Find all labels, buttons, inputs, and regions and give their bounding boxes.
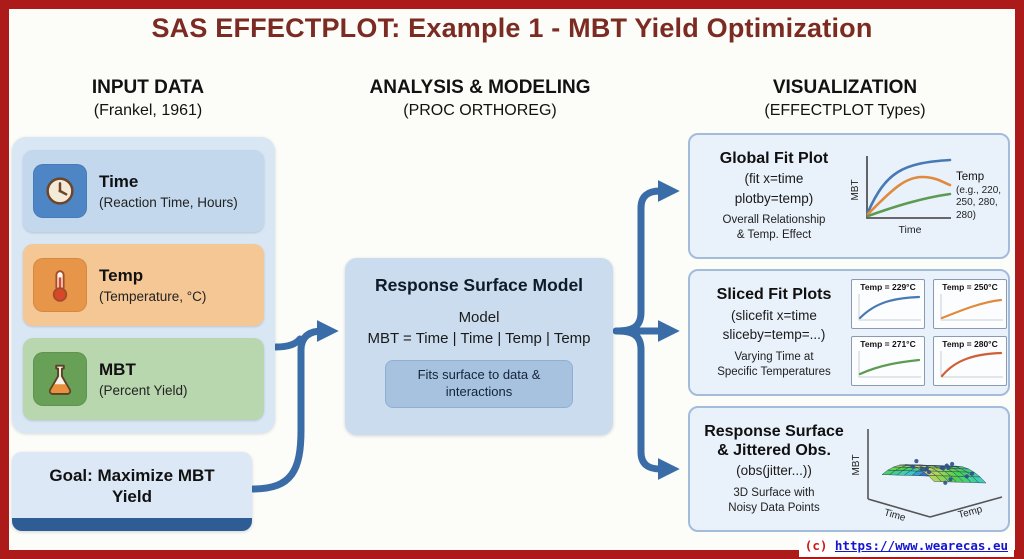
- temp-desc: (Temperature, °C): [99, 289, 207, 304]
- sliced-code-line1: (slicefit x=time: [731, 307, 817, 323]
- response-surface-model-card: Response Surface Model Model MBT = Time …: [345, 258, 613, 435]
- sliced-title: Sliced Fit Plots: [716, 286, 832, 304]
- time-variable-card: Time (Reaction Time, Hours): [23, 150, 264, 232]
- analysis-column-header: ANALYSIS & MODELING (PROC ORTHOREG): [350, 77, 610, 120]
- surface-chart-wrap: MBT Time Temp: [850, 413, 1018, 525]
- global-fit-mini-plot: MBT Time: [850, 156, 952, 236]
- sliced-panel-229-label: Temp = 229°C: [860, 282, 916, 292]
- surface-ylabel: Temp: [957, 504, 984, 521]
- global-fit-legend-title: Temp: [956, 170, 985, 183]
- sliced-mini-chart: [940, 294, 1003, 321]
- analysis-heading: ANALYSIS & MODELING: [369, 77, 591, 98]
- response-surface-card: Response Surface & Jittered Obs. (obs(ji…: [688, 406, 1010, 532]
- flask-icon: [33, 352, 87, 406]
- sliced-panel-280-label: Temp = 280°C: [942, 339, 998, 349]
- global-fit-desc-line2: & Temp. Effect: [736, 229, 812, 242]
- sliced-panel-280: Temp = 280°C: [933, 336, 1007, 386]
- mbt-desc: (Percent Yield): [99, 383, 188, 398]
- surface-desc-line2: Noisy Data Points: [728, 501, 820, 514]
- sliced-panel-250: Temp = 250°C: [933, 279, 1007, 329]
- sliced-mini-chart: [858, 294, 921, 321]
- global-fit-xlabel: Time: [899, 224, 922, 236]
- global-fit-desc-line1: Overall Relationship: [722, 214, 826, 227]
- global-fit-title: Global Fit Plot: [719, 149, 829, 167]
- model-card-title: Response Surface Model: [374, 275, 584, 295]
- sliced-fit-plots-card: Sliced Fit Plots (slicefit x=time sliceb…: [688, 269, 1010, 396]
- global-fit-plot-card: Global Fit Plot (fit x=time plotby=temp)…: [688, 133, 1010, 259]
- analysis-subheading: (PROC ORTHOREG): [403, 102, 557, 119]
- surface-text: Response Surface & Jittered Obs. (obs(ji…: [690, 422, 850, 516]
- model-formula: MBT = Time | Time | Temp | Temp: [367, 330, 591, 347]
- arrow-model-to-global-fit: [614, 180, 680, 335]
- sliced-code-line2: sliceby=temp=...): [722, 327, 826, 343]
- temp-label: Temp: [99, 266, 144, 285]
- input-column-header: INPUT DATA (Frankel, 1961): [28, 77, 268, 120]
- global-fit-legend: Temp (e.g., 220, 250, 280, 280): [956, 170, 1012, 223]
- temp-card-text: Temp (Temperature, °C): [99, 266, 206, 304]
- surface-code: (obs(jitter...)): [736, 463, 812, 479]
- page-title: SAS EFFECTPLOT: Example 1 - MBT Yield Op…: [151, 13, 873, 43]
- global-fit-code-line2: plotby=temp): [734, 190, 814, 206]
- surface-desc-line1: 3D Surface with: [733, 487, 815, 500]
- sliced-panel-271-label: Temp = 271°C: [860, 339, 916, 349]
- goal-card-accent-bar: [12, 518, 252, 531]
- viz-column-header: VISUALIZATION (EFFECTPLOT Types): [713, 77, 977, 120]
- model-note: Fits surface to data & interactions: [385, 360, 573, 408]
- goal-card: Goal: Maximize MBT Yield: [12, 452, 252, 531]
- time-desc: (Reaction Time, Hours): [99, 195, 238, 210]
- mbt-variable-card: MBT (Percent Yield): [23, 338, 264, 420]
- credit-footer: (c) https://www.wearecas.eu: [798, 536, 1014, 557]
- thermometer-icon: [33, 258, 87, 312]
- sliced-mini-chart: [858, 351, 921, 378]
- mbt-label: MBT: [99, 360, 136, 379]
- sliced-desc-line2: Specific Temperatures: [717, 365, 831, 378]
- sliced-panels-grid: Temp = 229°C Temp = 250°C Temp = 271°C: [850, 279, 1008, 386]
- time-card-text: Time (Reaction Time, Hours): [99, 172, 238, 210]
- input-data-panel: Time (Reaction Time, Hours) Temp (Temper…: [12, 137, 275, 433]
- global-fit-ylabel: MBT: [850, 179, 861, 200]
- viz-subheading: (EFFECTPLOT Types): [764, 102, 926, 119]
- global-fit-legend-note: (e.g., 220, 250, 280, 280): [956, 184, 1002, 221]
- model-label: Model: [458, 309, 500, 326]
- surface-title-line2: & Jittered Obs.: [717, 442, 831, 460]
- surface-3d-chart: MBT Time Temp: [851, 429, 1003, 524]
- surface-zlabel: MBT: [851, 454, 862, 475]
- sliced-panel-250-label: Temp = 250°C: [942, 282, 998, 292]
- global-fit-chart: MBT Time Temp (e.g., 220, 250, 280, 280): [850, 148, 1016, 244]
- time-label: Time: [99, 172, 139, 191]
- sliced-desc-line1: Varying Time at: [734, 350, 814, 363]
- global-fit-code-line1: (fit x=time: [744, 171, 804, 187]
- temp-variable-card: Temp (Temperature, °C): [23, 244, 264, 326]
- viz-heading: VISUALIZATION: [772, 77, 918, 98]
- sliced-panel-271: Temp = 271°C: [851, 336, 925, 386]
- credit-link[interactable]: https://www.wearecas.eu: [834, 538, 1008, 553]
- global-fit-text: Global Fit Plot (fit x=time plotby=temp)…: [690, 149, 850, 243]
- clock-icon: [33, 164, 87, 218]
- sliced-panel-229: Temp = 229°C: [851, 279, 925, 329]
- arrow-inputs-to-model: [272, 335, 304, 351]
- copyright-mark: (c): [804, 538, 828, 553]
- sliced-mini-chart: [940, 351, 1003, 378]
- mbt-card-text: MBT (Percent Yield): [99, 360, 188, 398]
- input-heading: INPUT DATA: [91, 77, 205, 98]
- arrow-model-to-surface: [614, 327, 680, 480]
- sliced-text: Sliced Fit Plots (slicefit x=time sliceb…: [690, 285, 850, 379]
- input-subheading: (Frankel, 1961): [93, 102, 203, 119]
- goal-text: Goal: Maximize MBT Yield: [49, 466, 215, 507]
- surface-title-line1: Response Surface: [704, 423, 844, 441]
